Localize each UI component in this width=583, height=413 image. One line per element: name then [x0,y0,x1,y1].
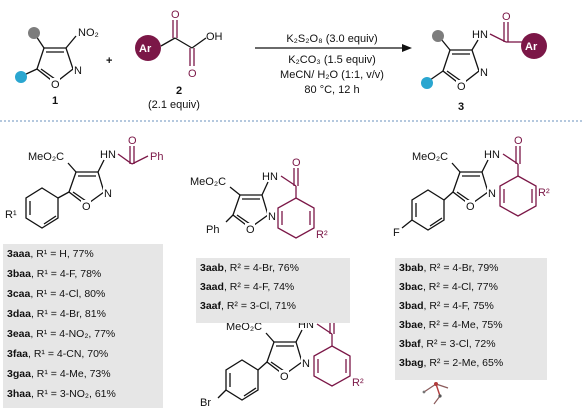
structure-d: MeO₂C HN O R² N O Br [200,305,364,409]
structure-a: MeO₂C HN O Ph N O R¹ [5,135,163,229]
acid-ar-label: Ar [139,43,152,55]
yield-entry: 3eaa, R¹ = 4-NO₂, 77% [7,328,115,340]
amide-o-label: O [292,157,301,169]
acid-oh-label: OH [206,31,223,43]
ring-n-label: N [302,358,310,370]
yield-table-background [395,258,547,380]
ring-o-label: O [280,371,289,383]
yield-entry: 3haa, R¹ = 3-NO₂, 61% [7,388,116,400]
carbonyl-o-label: O [188,68,197,80]
yield-entry: 3aaa, R¹ = H, 77% [7,248,94,260]
compound-2-equiv: (2.1 equiv) [148,99,200,111]
yield-entry: 3faa, R¹ = 4-CN, 70% [7,348,108,360]
r2-label: R² [538,187,550,199]
blue-circle-icon [421,77,433,89]
yield-table-b: 3aab, R² = 4-Br, 76% 3aad, R² = 4-F, 74% 3… [196,258,350,323]
yield-entry: 3bac, R² = 4-Cl, 77% [399,281,498,293]
ring-n-label: N [74,65,82,77]
ring-o-label: O [457,81,466,93]
yield-entry: 3aad, R² = 4-F, 74% [200,281,294,293]
yield-table-c: 3bab, R² = 4-Br, 79% 3bac, R² = 4-Cl, 77%… [395,258,547,380]
condition-base: K₂CO₃ (1.5 equiv) [288,54,376,66]
ring-o-label: O [466,201,475,213]
ester-label: MeO₂C [226,321,262,333]
nitro-label: NO₂ [78,27,99,39]
yield-entry: 3aaf, R² = 3-Cl, 71% [200,300,296,312]
amide-o-label: O [128,135,137,147]
ring-n-label: N [104,188,112,200]
oxo-o-label: O [171,9,180,21]
fluoro-label: F [393,227,400,239]
structure-b: MeO₂C HN O R² N O Ph [190,157,328,241]
nh-label: HN [262,171,278,183]
ester-label: MeO₂C [190,176,226,188]
reactant-2-structure: Ar O O OH 2 (2.1 equiv) [135,9,223,111]
ring-o-label: O [246,224,255,236]
yield-entry: 3daa, R¹ = 4-Br, 81% [7,308,106,320]
reactant-1-structure: N O NO₂ 1 [15,27,99,107]
condition-temperature: 80 °C, 12 h [304,84,359,96]
grey-circle-icon [28,27,40,39]
bromo-label: Br [200,397,211,408]
plus-sign: + [106,55,112,67]
aryl-circle-icon [521,33,547,59]
yield-entry: 3bae, R² = 4-Me, 75% [399,319,503,331]
ester-label: MeO₂C [28,151,64,163]
product-3-structure: HN O Ar N O 3 [421,11,547,113]
yield-table-background [3,244,163,412]
product-nh-label: HN [472,29,488,41]
yield-table-a: 3aaa, R¹ = H, 77% 3baa, R¹ = 4-F, 78% 3caa… [3,244,163,412]
benzoyl-ph-label: Ph [150,151,163,163]
ring-n-label: N [480,67,488,79]
yield-entry: 3caa, R¹ = 4-Cl, 80% [7,288,105,300]
r2-label: R² [352,377,364,389]
r1-label: R¹ [5,209,17,221]
ester-label: MeO₂C [412,151,448,163]
yield-entry: 3baf, R² = 3-Cl, 72% [399,338,496,350]
compound-1-label: 1 [52,95,58,107]
yield-table-background [196,258,350,323]
yield-entry: 3baa, R¹ = 4-F, 78% [7,268,101,280]
condition-solvent: MeCN/ H₂O (1:1, v/v) [280,69,384,81]
crystal-structure-icon [422,382,449,405]
ring-o-label: O [82,201,91,213]
amide-o-label: O [514,135,523,147]
r2-label: R² [316,229,328,241]
reaction-arrow-group: K₂S₂O₈ (3.0 equiv) K₂CO₃ (1.5 equiv) MeC… [255,33,412,96]
yield-entry: 3gaa, R¹ = 4-Me, 73% [7,368,111,380]
arrow-head-icon [402,44,412,52]
yield-entry: 3bab, R² = 4-Br, 79% [399,262,499,274]
amide-o-label: O [502,11,511,23]
nh-label: HN [100,149,116,161]
product-ar-label: Ar [525,41,538,53]
ring-o-label: O [51,79,60,91]
ring-n-label: N [268,211,276,223]
condition-oxidant: K₂S₂O₈ (3.0 equiv) [286,33,377,45]
ring-n-label: N [488,188,496,200]
structure-c: MeO₂C HN O R² N O F [393,135,550,239]
nh-label: HN [484,149,500,161]
compound-2-label: 2 [176,85,182,97]
blue-circle-icon [15,71,27,83]
yield-entry: 3bag, R² = 2-Me, 65% [399,357,503,369]
aryl-circle-icon [135,35,161,61]
compound-3-label: 3 [458,101,464,113]
grey-circle-icon [432,30,444,42]
yield-entry: 3aab, R² = 4-Br, 76% [200,262,299,274]
yield-entry: 3bad, R² = 4-F, 75% [399,300,494,312]
phenyl-label: Ph [206,224,219,236]
